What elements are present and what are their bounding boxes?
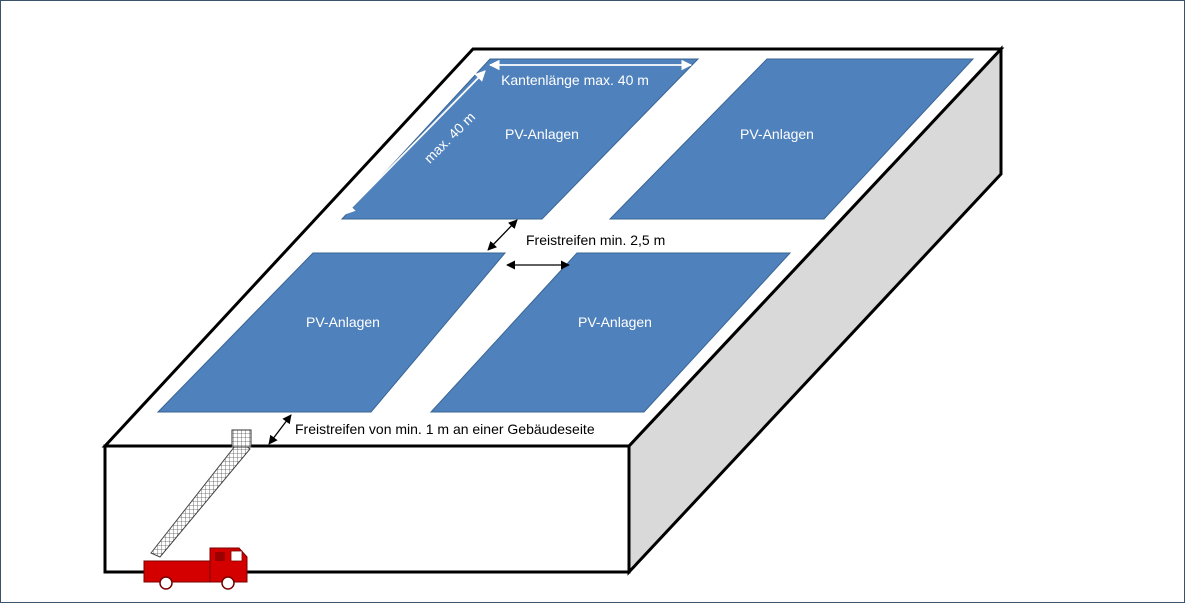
turntable-ladder-icon — [150, 429, 252, 558]
pv-panel-bottom-left — [156, 252, 507, 413]
pv-label-top-right: PV-Anlagen — [740, 126, 814, 142]
pv-label-top-left: PV-Anlagen — [505, 126, 579, 142]
pv-label-bottom-right: PV-Anlagen — [578, 314, 652, 330]
fire-truck-icon — [143, 547, 248, 590]
building-front-face — [103, 444, 631, 574]
gap-edge-label: Freistreifen von min. 1 m an einer Gebäu… — [295, 421, 595, 437]
gap-arrow-diagonal — [487, 219, 518, 251]
pv-panel-top-right — [608, 58, 975, 220]
edge-length-label: Kantenlänge max. 40 m — [501, 72, 649, 88]
pv-panel-bottom-right — [429, 252, 792, 413]
pv-label-bottom-left: PV-Anlagen — [306, 314, 380, 330]
side-length-arrow — [344, 70, 486, 215]
gap-edge-arrow — [268, 414, 292, 445]
gap-inner-label: Freistreifen min. 2,5 m — [526, 232, 665, 248]
